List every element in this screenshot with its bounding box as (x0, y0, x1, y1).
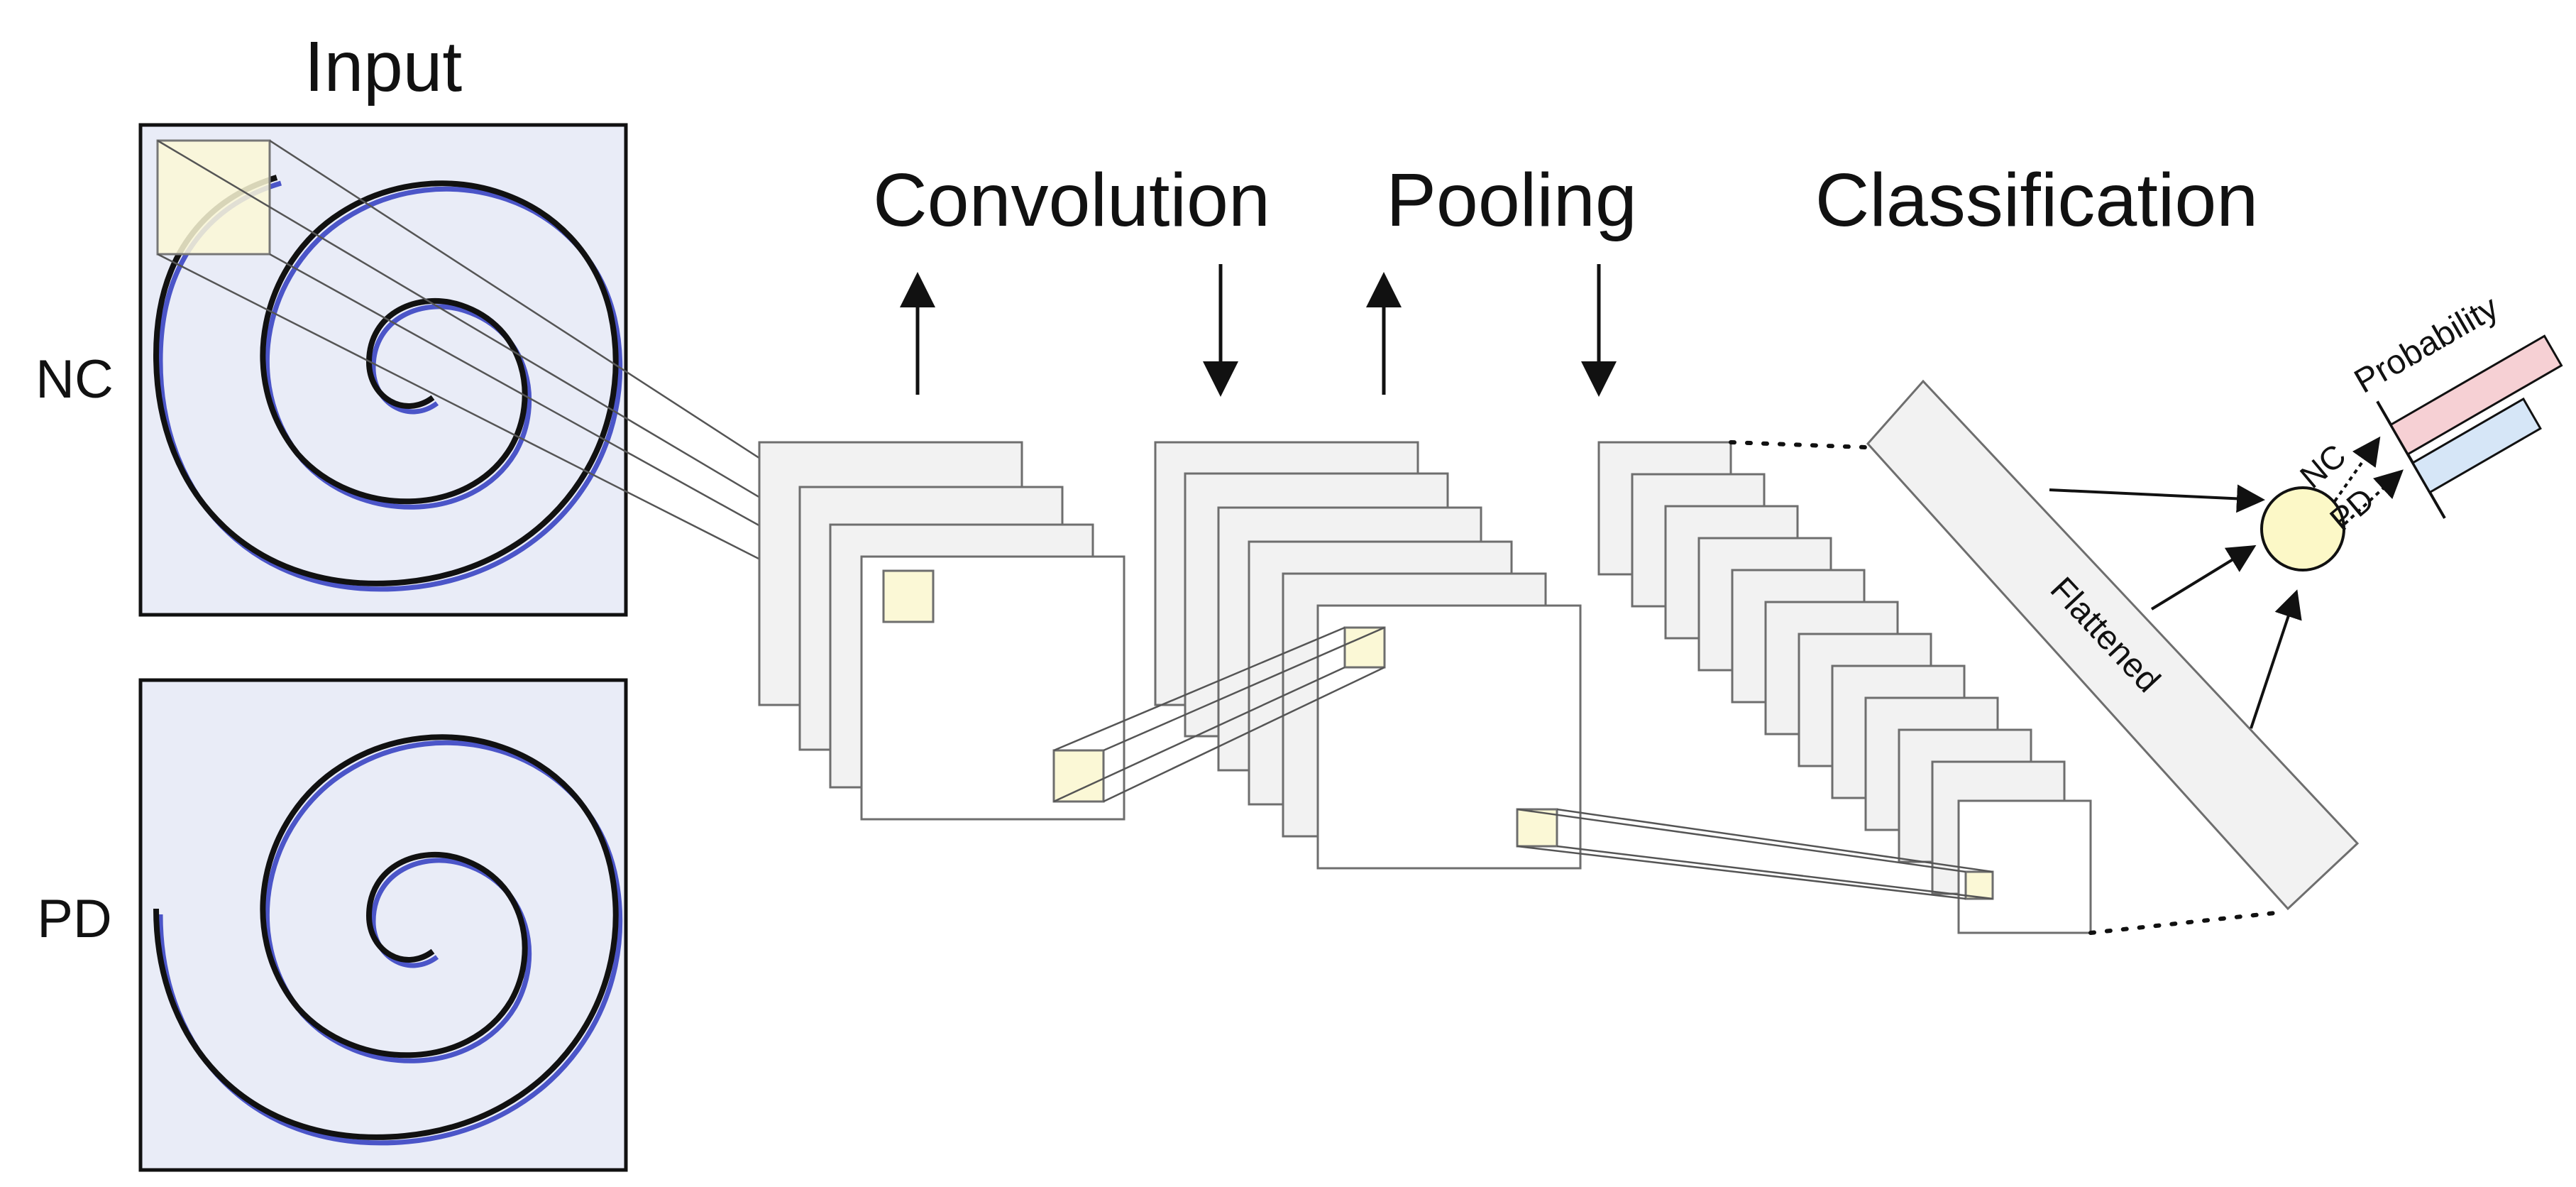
nc-spiral-black (153, 175, 619, 586)
probability-axis (2376, 400, 2446, 519)
pooling-title: Pooling (1386, 158, 1637, 242)
dotted-connector-top (1729, 440, 1867, 449)
pool-output-kernel (1516, 808, 1558, 848)
conv-kernel-window (882, 569, 935, 623)
pd-spiral-black (153, 734, 619, 1140)
arrow-node-to-nc (2333, 436, 2381, 503)
arrow-flattened-to-node-1 (2049, 484, 2265, 513)
probability-bars (2376, 334, 2563, 519)
pd-input-panel (138, 678, 628, 1172)
nc-input-panel (138, 123, 628, 617)
pool-kernel-window (1343, 626, 1386, 669)
probability-bar-nc (2389, 334, 2563, 456)
conv-to-pool-projection-lines (1053, 626, 1385, 803)
convolution-title: Convolution (873, 158, 1270, 242)
pd-row-label: PD (37, 889, 112, 949)
final-kernel-window (1964, 870, 1994, 900)
probability-bar-pd (2411, 397, 2542, 494)
pd-spiral-blue (158, 740, 623, 1146)
classification-title: Classification (1815, 158, 2258, 242)
input-kernel-window (156, 139, 271, 256)
input-title: Input (304, 27, 463, 106)
final-feature-maps (1597, 441, 2092, 934)
arrow-flattened-to-node-2 (2150, 545, 2257, 611)
dotted-connector-bottom (2088, 910, 2284, 935)
nc-row-label: NC (35, 349, 114, 410)
neuron-node-icon (2260, 486, 2345, 571)
arrow-flattened-to-node-3 (2250, 589, 2302, 729)
conv-output-kernel (1052, 749, 1105, 803)
pool-to-final-projection-lines (1517, 808, 1993, 900)
